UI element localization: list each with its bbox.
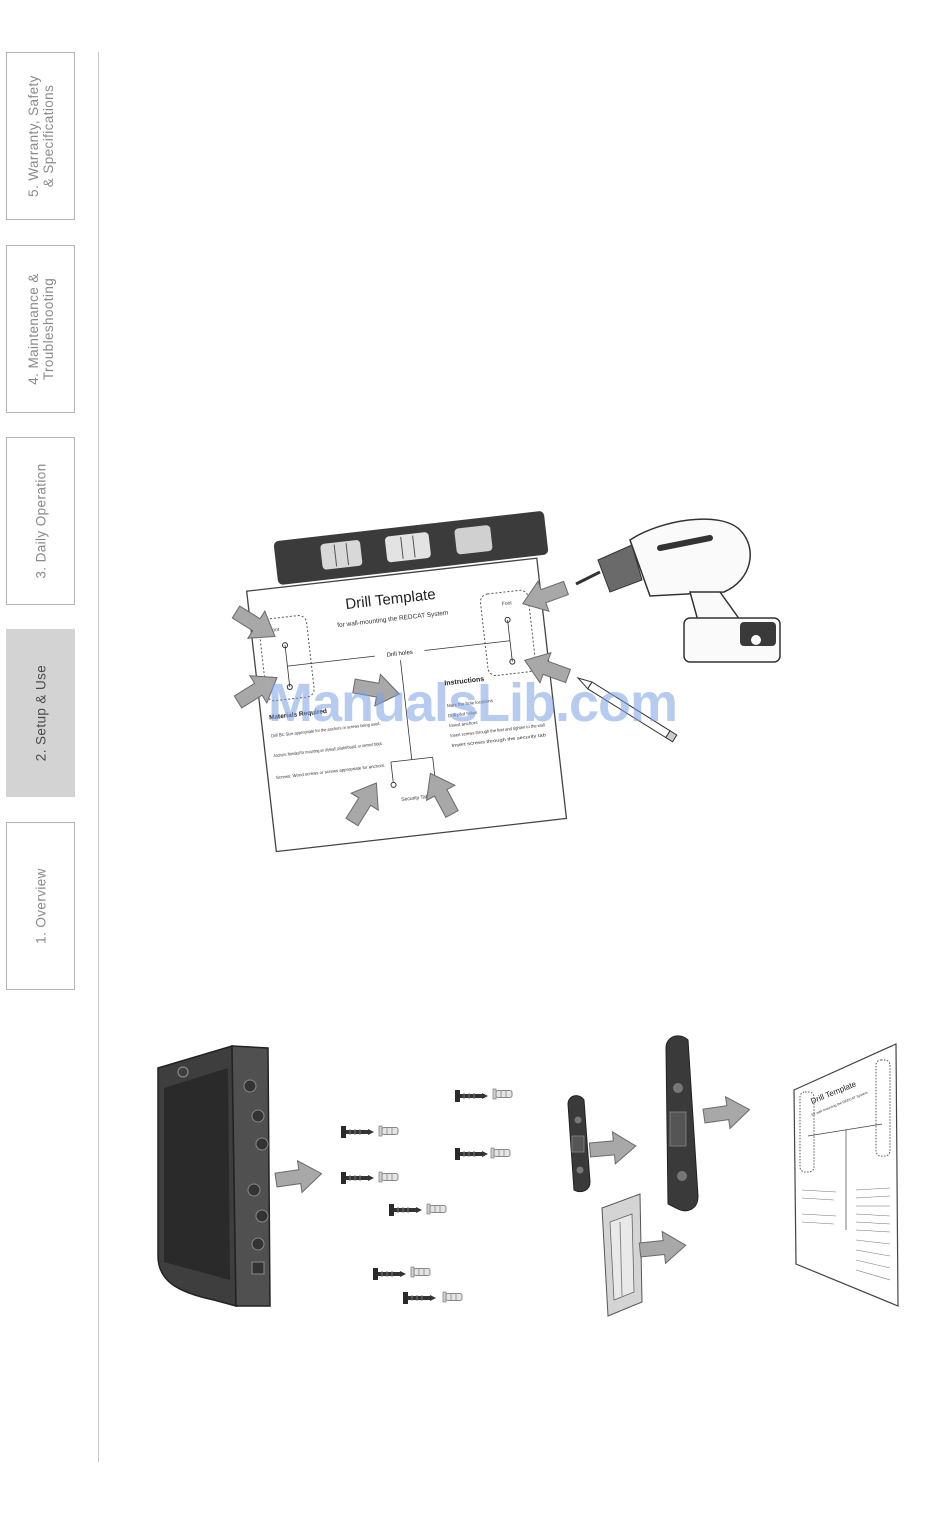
anchor-icon [378,1171,399,1183]
screw-icon [453,1146,490,1162]
nav-divider [98,52,99,1462]
tab-overview[interactable]: 1. Overview [6,822,75,990]
anchor-icon [490,1147,511,1159]
instruction-step-3: Insert anchors [449,720,479,728]
pencil-icon [576,677,678,743]
redcat-device-image [157,1044,271,1307]
instruction-step-2: Drill pilot holes [448,710,478,718]
wall-template-image: Drill Template for wall-mounting the RED… [793,1043,899,1307]
security-tab-label: Security Tab [401,794,429,803]
instruction-step-1: Mark the hole locations [447,698,494,708]
security-tab-image [601,1193,643,1317]
tab-warranty-safety-specifications[interactable]: 5. Warranty, Safety & Specifications [6,52,75,220]
foot-label-left: Foot [269,627,280,634]
screw-icon [453,1088,490,1104]
foot-bracket-large-image [665,1035,699,1212]
instructions-heading: Instructions [444,676,485,688]
power-drill-image [575,518,781,663]
tab-daily-operation[interactable]: 3. Daily Operation [6,437,75,605]
arrow-icon [588,1129,638,1167]
foot-label-right: Foot [501,600,512,607]
drill-holes-label: Drill holes [386,650,413,659]
screw-icon [371,1266,408,1282]
anchor-icon [410,1266,431,1278]
screw-icon [387,1202,424,1218]
foot-bracket-small-image [567,1095,591,1193]
anchor-icon [442,1291,463,1303]
arrow-icon [273,1157,325,1197]
anchor-icon [492,1088,513,1100]
screw-icon [339,1124,376,1140]
screw-icon [339,1170,376,1186]
tab-maintenance-troubleshooting[interactable]: 4. Maintenance & Troubleshooting [6,245,75,413]
anchor-icon [378,1125,399,1137]
anchor-icon [426,1203,447,1215]
mount-illustration: Drill Template for wall-mounting the RED… [157,1035,899,1317]
spirit-level-image [273,511,549,585]
template-illustration: Drill Template for wall-mounting the RED… [227,511,781,853]
arrow-icon [637,1228,688,1267]
screw-icon [401,1290,438,1306]
arrow-icon [701,1093,753,1133]
tab-setup-use[interactable]: 2. Setup & Use [6,629,75,797]
